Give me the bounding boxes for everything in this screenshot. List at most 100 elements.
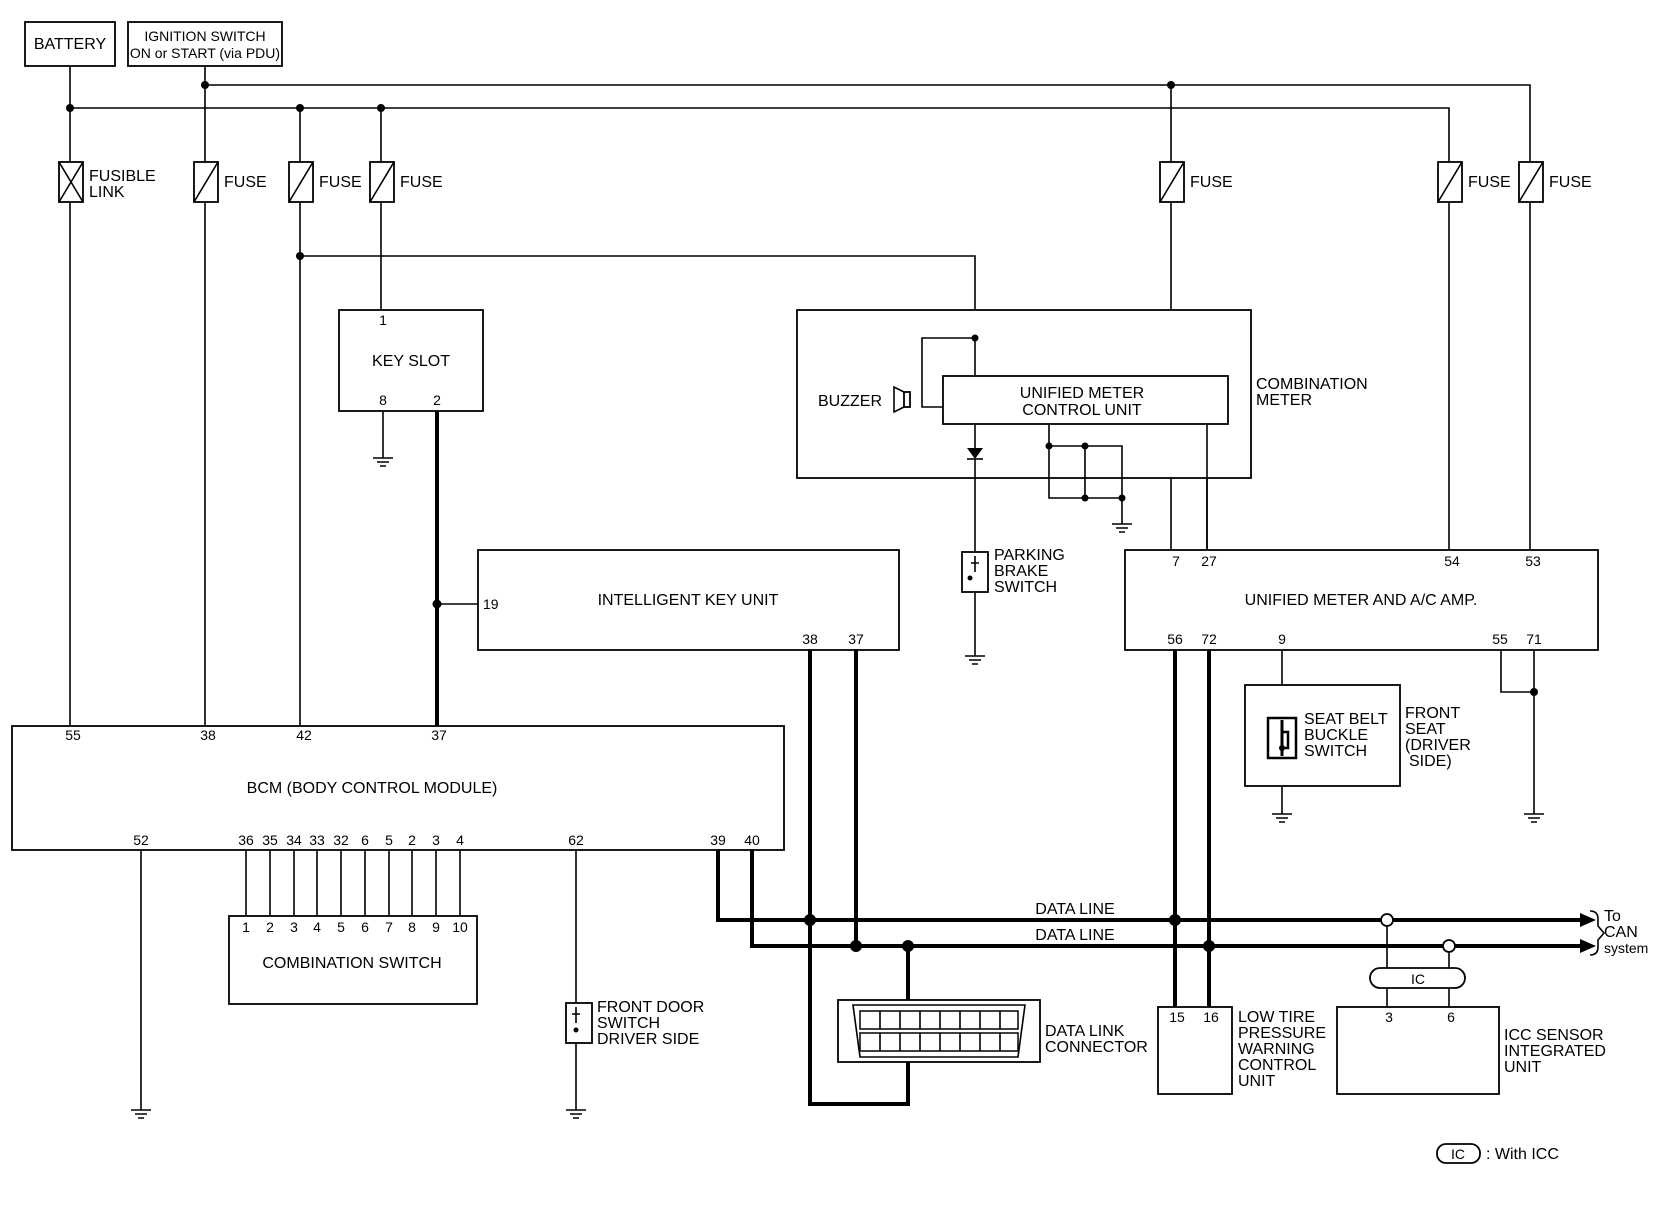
amp-pin: 71 <box>1526 631 1542 647</box>
front-seat-label-line2: SEAT <box>1405 721 1446 738</box>
can-label-line2: CAN <box>1604 924 1638 941</box>
bcm-pin: 4 <box>456 832 464 848</box>
ignition-label-line2: ON or START (via PDU) <box>130 45 280 61</box>
low-tire-pressure-unit: 15 16 LOW TIRE PRESSURE WARNING CONTROL … <box>1157 1006 1326 1095</box>
can-label-line1: To <box>1604 908 1621 925</box>
ignition-switch-source: IGNITION SWITCH ON or START (via PDU) <box>127 21 283 67</box>
fuse-meter-54: FUSE <box>1437 161 1511 203</box>
control-unit-label-line1: UNIFIED METER <box>1020 385 1144 402</box>
battery-source: BATTERY <box>24 21 116 67</box>
data-lines: DATA LINE DATA LINE <box>716 850 1596 953</box>
parking-brake-label-line3: SWITCH <box>994 579 1057 596</box>
fuse-bcm-42: FUSE <box>288 161 362 203</box>
low-tire-pin: 15 <box>1169 1009 1185 1025</box>
meter-internal-ground <box>1045 424 1132 533</box>
legend-with-icc: IC : With ICC <box>1436 1143 1559 1164</box>
icc-ic-tag: IC <box>1411 971 1425 987</box>
parking-brake-label-line1: PARKING <box>994 547 1065 564</box>
combination-switch-pin: 5 <box>337 919 345 935</box>
intelligent-key-pin: 19 <box>483 596 499 612</box>
meter-diode <box>967 338 983 556</box>
can-system-target: To CAN system <box>1589 908 1648 956</box>
combination-switch-label: COMBINATION SWITCH <box>262 955 441 972</box>
control-unit-label-line2: CONTROL UNIT <box>1022 402 1142 419</box>
amp-data-wiring <box>1169 650 1215 1007</box>
bcm-pin: 39 <box>710 832 726 848</box>
fuse-label: FUSE <box>1468 174 1511 191</box>
low-tire-label-line3: WARNING <box>1238 1041 1315 1058</box>
bcm-pin: 6 <box>361 832 369 848</box>
bcm-pin: 52 <box>133 832 149 848</box>
amp-pin: 72 <box>1201 631 1217 647</box>
unified-meter-ac-amp: UNIFIED METER AND A/C AMP. 7 27 54 53 56… <box>1124 549 1599 651</box>
bcm-pin: 3 <box>432 832 440 848</box>
bcm-pin: 32 <box>333 832 349 848</box>
low-tire-label-line4: CONTROL <box>1238 1057 1316 1074</box>
intelligent-key-pin: 38 <box>802 631 818 647</box>
buzzer: BUZZER <box>818 334 979 414</box>
battery-label: BATTERY <box>34 36 107 53</box>
data-link-connector: DATA LINK CONNECTOR <box>837 999 1148 1063</box>
combination-switch-pin: 3 <box>290 919 298 935</box>
combination-switch-pin: 9 <box>432 919 440 935</box>
combination-switch-pin: 1 <box>242 919 250 935</box>
parking-brake-switch: PARKING BRAKE SWITCH <box>961 547 1065 665</box>
buzzer-label: BUZZER <box>818 393 882 410</box>
amp-pin: 9 <box>1278 631 1286 647</box>
unified-meter-control-unit: UNIFIED METER CONTROL UNIT <box>942 375 1229 425</box>
bcm-pin: 40 <box>744 832 760 848</box>
combination-switch-pin: 4 <box>313 919 321 935</box>
combination-switch-pin: 6 <box>361 919 369 935</box>
front-seat-driver-side: SEAT BELT BUCKLE SWITCH FRONT SEAT (DRIV… <box>1244 684 1471 787</box>
amp-pin: 56 <box>1167 631 1183 647</box>
amp-pin: 54 <box>1444 553 1460 569</box>
unified-meter-ac-label: UNIFIED METER AND A/C AMP. <box>1245 592 1478 609</box>
bcm-ground <box>131 850 151 1119</box>
fuse-meter-53: FUSE <box>1518 161 1592 203</box>
amp-pin: 53 <box>1525 553 1541 569</box>
combination-switch-pin: 8 <box>408 919 416 935</box>
bcm-pin: 55 <box>65 727 81 743</box>
bcm: BCM (BODY CONTROL MODULE) 55 38 42 37 52… <box>11 725 785 851</box>
intelligent-key-unit-label: INTELLIGENT KEY UNIT <box>598 592 779 609</box>
bcm-to-combination-switch-wires <box>245 850 461 916</box>
fusible-link: FUSIBLE LINK <box>58 161 156 203</box>
fuse-label: FUSE <box>319 174 362 191</box>
front-door-switch: FRONT DOOR SWITCH DRIVER SIDE <box>565 850 704 1119</box>
dlc-label-line2: CONNECTOR <box>1045 1039 1148 1056</box>
key-slot-pin: 2 <box>433 392 441 408</box>
combination-meter-label-line1: COMBINATION <box>1256 376 1368 393</box>
front-seat-label-line3: (DRIVER <box>1405 737 1471 754</box>
bcm-label: BCM (BODY CONTROL MODULE) <box>247 780 498 797</box>
dlc-label-line1: DATA LINK <box>1045 1023 1125 1040</box>
intelligent-key-pin: 37 <box>848 631 864 647</box>
front-door-label-line2: SWITCH <box>597 1015 660 1032</box>
legend-ic-tag: IC <box>1451 1146 1465 1162</box>
seat-belt-label-line3: SWITCH <box>1304 743 1367 760</box>
fuse-label: FUSE <box>224 174 267 191</box>
bcm-pin: 36 <box>238 832 254 848</box>
icc-pin: 3 <box>1385 1009 1393 1025</box>
data-line-label-upper: DATA LINE <box>1035 901 1114 918</box>
key-slot-pin: 1 <box>379 312 387 328</box>
combination-switch: COMBINATION SWITCH 1 2 3 4 5 6 7 8 9 10 <box>228 915 478 1005</box>
combination-meter-label-line2: METER <box>1256 392 1312 409</box>
fusible-link-label-line1: FUSIBLE <box>89 168 156 185</box>
fuse-label: FUSE <box>1549 174 1592 191</box>
front-seat-label-line1: FRONT <box>1405 705 1460 722</box>
bcm-pin: 34 <box>286 832 302 848</box>
bcm-pin: 62 <box>568 832 584 848</box>
wiring-thin <box>69 202 1531 726</box>
seat-belt-label-line1: SEAT BELT <box>1304 711 1388 728</box>
can-label-line3: system <box>1604 940 1648 956</box>
icc-label-line3: UNIT <box>1504 1059 1542 1076</box>
icc-label-line2: INTEGRATED <box>1504 1043 1606 1060</box>
bcm-pin: 42 <box>296 727 312 743</box>
legend-text: : With ICC <box>1486 1146 1559 1163</box>
fuse-ignition-bcm: FUSE <box>193 161 267 203</box>
bcm-pin: 33 <box>309 832 325 848</box>
bcm-pin: 38 <box>200 727 216 743</box>
ignition-label-line1: IGNITION SWITCH <box>144 28 265 44</box>
fuse-label: FUSE <box>1190 174 1233 191</box>
intelligent-key-unit: INTELLIGENT KEY UNIT 19 38 37 <box>477 549 900 651</box>
